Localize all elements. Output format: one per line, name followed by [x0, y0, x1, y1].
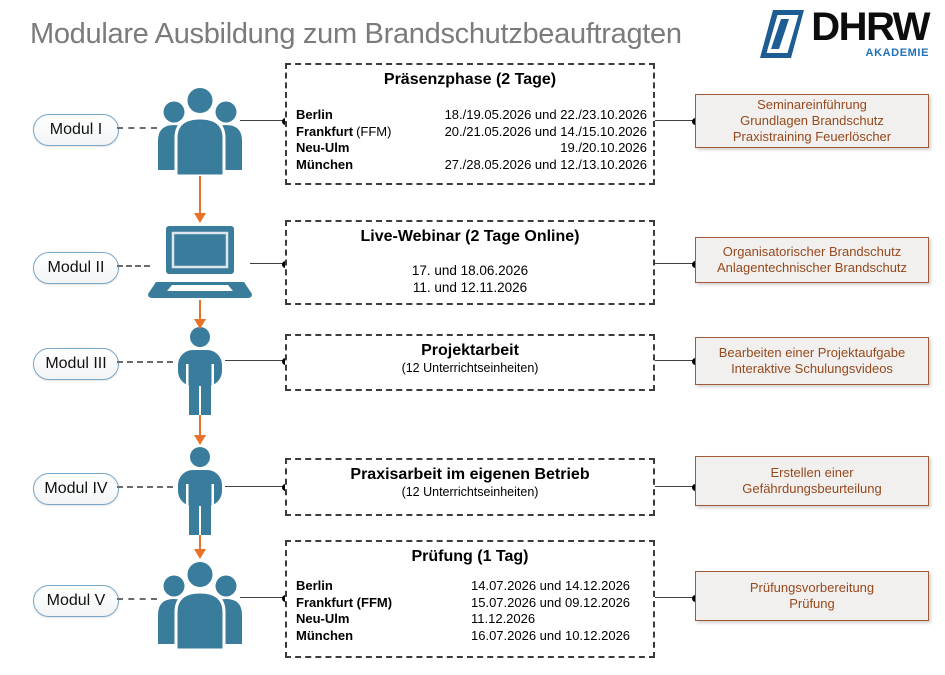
topic-line: Erstellen einer [770, 465, 854, 480]
phase-title: Prüfung (1 Tag) [411, 548, 529, 565]
city-label: Berlin [296, 107, 333, 122]
solid-connector [655, 120, 695, 121]
topic-line: Gefährdungsbeurteilung [742, 481, 882, 496]
laptop-icon [148, 226, 252, 298]
topic-line: Seminareinführung [757, 97, 867, 112]
schedule-table: Berlin 14.07.2026 und 14.12.2026 Frankfu… [287, 578, 653, 644]
schedule-row: München 27./28.05.2026 und 12./13.10.202… [296, 157, 647, 174]
city-suffix: (FFM) [356, 123, 392, 139]
phase-subtitle: (12 Unterrichtseinheiten) [401, 485, 539, 499]
dates-value: 18./19.05.2026 und 22./23.10.2026 [444, 107, 647, 122]
dates-value: 14.07.2026 und 14.12.2026 [471, 578, 631, 593]
topic-box-modul-iv: Erstellen einer Gefährdungsbeurteilung [695, 456, 929, 506]
phase-box-praesenzphase: Präsenzphase (2 Tage) Berlin 18./19.05.2… [285, 63, 655, 185]
flow-arrow-head [194, 549, 206, 559]
topic-line: Anlagentechnischer Brandschutz [716, 260, 908, 275]
solid-connector [655, 263, 695, 264]
dashed-connector [117, 486, 173, 488]
person-icon [178, 447, 222, 535]
city-label: München [296, 627, 354, 643]
dates-value: 16.07.2026 und 10.12.2026 [471, 627, 631, 643]
solid-connector [655, 597, 695, 598]
dhrw-logo: DHRW AKADEMIE [759, 5, 930, 60]
webinar-dates: 17. und 18.06.2026 11. und 12.11.2026 [287, 262, 653, 296]
flow-arrow-line [199, 300, 201, 320]
flow-arrow-head [194, 319, 206, 329]
dates-value: 27./28.05.2026 und 12./13.10.2026 [444, 156, 647, 172]
city-label: Frankfurt [296, 123, 354, 139]
phase-box-live-webinar: Live-Webinar (2 Tage Online) 17. und 18.… [285, 220, 655, 305]
solid-connector [655, 360, 695, 361]
flow-arrow-head [194, 213, 206, 223]
dates-value: 19./20.10.2026 [560, 140, 647, 155]
phase-title: Präsenzphase (2 Tage) [383, 71, 557, 88]
people-group-icon [158, 560, 242, 650]
module-pill-modul-iii: Modul III [33, 348, 119, 380]
dates-line: 11. und 12.11.2026 [412, 280, 528, 295]
phase-box-pruefung: Prüfung (1 Tag) Berlin 14.07.2026 und 14… [285, 540, 655, 658]
dashed-connector [117, 127, 157, 129]
module-pill-modul-ii: Modul II [33, 252, 119, 284]
topic-box-modul-v: Prüfungsvorbereitung Prüfung [695, 571, 929, 621]
schedule-row: Berlin 18./19.05.2026 und 22./23.10.2026 [296, 107, 647, 124]
solid-connector [655, 486, 695, 487]
phase-title: Projektarbeit [421, 342, 519, 359]
phase-subtitle: (12 Unterrichtseinheiten) [401, 361, 539, 375]
flow-arrow-line [199, 415, 201, 436]
topic-line: Interaktive Schulungsvideos [731, 361, 893, 376]
module-pill-modul-i: Modul I [33, 114, 119, 146]
schedule-row: Neu-Ulm 19./20.10.2026 [296, 140, 647, 157]
topic-line: Prüfung [789, 596, 835, 611]
topic-line: Bearbeiten einer Projektaufgabe [718, 345, 906, 360]
dashed-connector [117, 598, 157, 600]
schedule-row: München 16.07.2026 und 10.12.2026 [296, 628, 647, 645]
topic-line: Grundlagen Brandschutz [740, 113, 884, 128]
dhrw-logo-icon [760, 10, 805, 58]
flow-arrow-head [194, 435, 206, 445]
dashed-connector [117, 265, 150, 267]
flow-arrow-line [199, 176, 201, 214]
dates-value: 15.07.2026 und 09.12.2026 [471, 594, 631, 610]
city-label: Berlin [296, 578, 333, 593]
topic-line: Praxistraining Feuerlöscher [732, 129, 892, 144]
phase-title: Live-Webinar (2 Tage Online) [360, 228, 580, 245]
dates-value: 20./21.05.2026 und 14./15.10.2026 [444, 123, 647, 139]
schedule-table: Berlin 18./19.05.2026 und 22./23.10.2026… [287, 107, 653, 173]
schedule-row: Frankfurt(FFM) 20./21.05.2026 und 14./15… [296, 124, 647, 141]
people-group-icon [158, 86, 242, 176]
dates-line: 17. und 18.06.2026 [411, 263, 529, 278]
solid-connector [225, 360, 285, 361]
topic-box-modul-i: Seminareinführung Grundlagen Brandschutz… [695, 94, 929, 148]
phase-box-projektarbeit: Projektarbeit (12 Unterrichtseinheiten) [285, 334, 655, 391]
topic-box-modul-iii: Bearbeiten einer Projektaufgabe Interakt… [695, 337, 929, 385]
flow-arrow-line [199, 535, 201, 550]
city-label: Neu-Ulm [296, 140, 350, 155]
solid-connector [240, 597, 285, 598]
dates-value: 11.12.2026 [471, 611, 536, 626]
solid-connector [240, 120, 285, 121]
solid-connector [225, 486, 285, 487]
module-pill-modul-v: Modul V [33, 585, 119, 617]
person-icon [178, 327, 222, 415]
schedule-row: Berlin 14.07.2026 und 14.12.2026 [296, 578, 647, 595]
topic-line: Organisatorischer Brandschutz [722, 244, 902, 259]
city-label: Neu-Ulm [296, 611, 350, 626]
city-label: München [296, 156, 354, 172]
phase-title: Praxisarbeit im eigenen Betrieb [350, 466, 590, 483]
topic-box-modul-ii: Organisatorischer Brandschutz Anlagentec… [695, 237, 929, 283]
city-label: Frankfurt (FFM) [296, 594, 393, 610]
topic-line: Prüfungsvorbereitung [749, 580, 875, 595]
dhrw-logo-text: DHRW [811, 5, 930, 49]
phase-box-praxisarbeit: Praxisarbeit im eigenen Betrieb (12 Unte… [285, 458, 655, 516]
dashed-connector [117, 361, 173, 363]
schedule-row: Frankfurt (FFM) 15.07.2026 und 09.12.202… [296, 595, 647, 612]
schedule-row: Neu-Ulm 11.12.2026 [296, 611, 647, 628]
solid-connector [250, 263, 285, 264]
dhrw-logo-subtext: AKADEMIE [865, 47, 929, 59]
module-pill-modul-iv: Modul IV [33, 473, 119, 505]
page-title: Modulare Ausbildung zum Brandschutzbeauf… [30, 18, 682, 50]
